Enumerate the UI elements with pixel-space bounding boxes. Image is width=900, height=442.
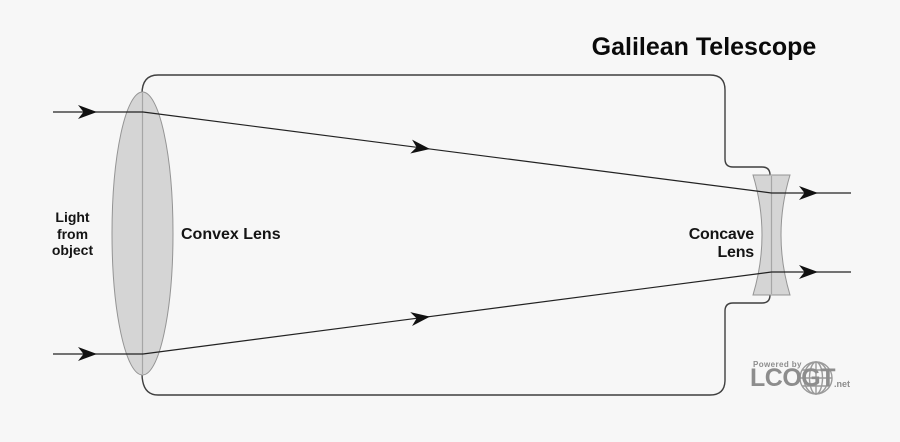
label-convex-lens: Convex Lens xyxy=(181,226,281,243)
logo-wordmark: LCOGT xyxy=(750,364,836,392)
arrowhead-bottom-converging-icon xyxy=(410,312,430,326)
label-light-from-object: Light from object xyxy=(51,209,94,258)
arrowhead-top-incoming-icon xyxy=(78,105,97,119)
arrowhead-top-exit-icon xyxy=(799,186,818,200)
arrowhead-top-converging-icon xyxy=(410,139,430,154)
logo-domain-suffix: .net xyxy=(834,379,851,389)
ray-top-converging xyxy=(142,111,772,194)
diagram-title: Galilean Telescope xyxy=(591,33,817,61)
logo-powered-by-text: Powered by xyxy=(753,360,802,369)
lcogt-logo: Powered by LCOGT .net xyxy=(748,358,860,404)
label-concave-lens: Concave Lens xyxy=(688,226,754,261)
globe-icon xyxy=(799,361,833,395)
arrowhead-bottom-incoming-icon xyxy=(78,347,97,361)
ray-bottom-converging xyxy=(142,271,772,355)
arrowhead-bottom-exit-icon xyxy=(799,265,818,279)
